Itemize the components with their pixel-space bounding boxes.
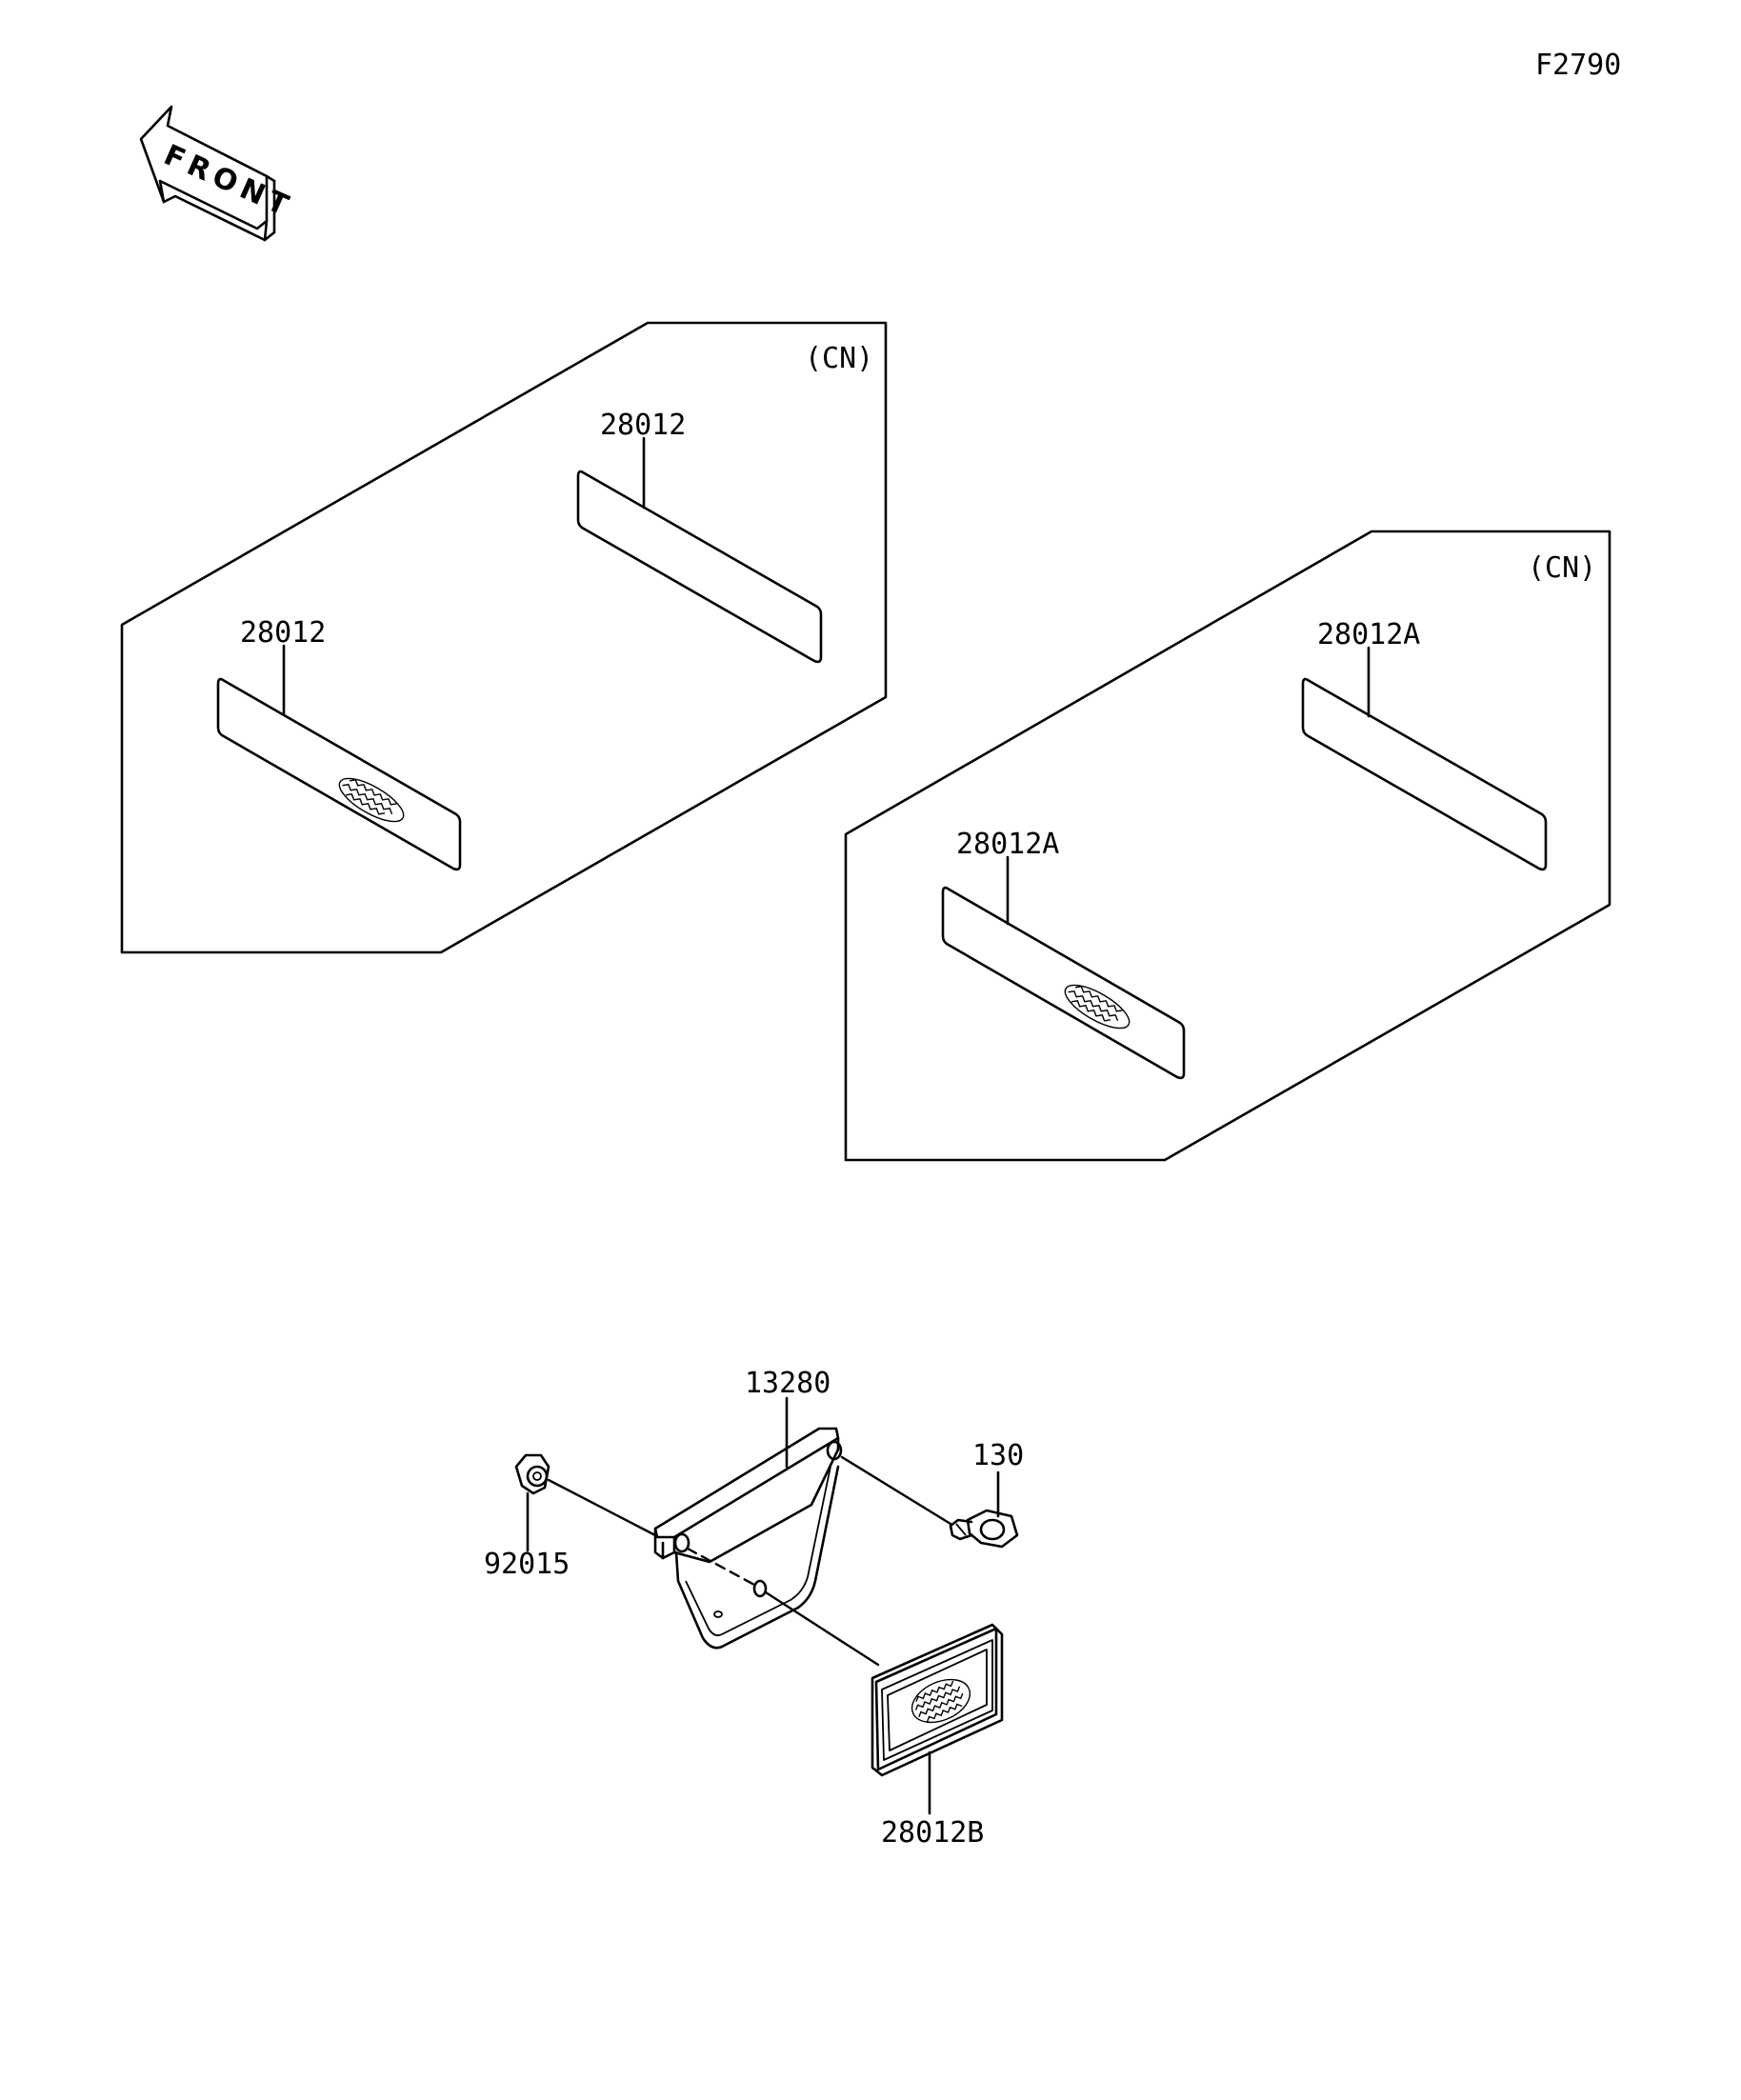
- part-label-28012: 28012: [600, 409, 686, 442]
- assembly-line: [547, 1478, 657, 1537]
- reflector-bracket-assembly: 13280 130 92015: [484, 1367, 1024, 1850]
- part-label-28012a: 28012A: [956, 828, 1059, 861]
- group-2-variant: (CN): [1528, 551, 1596, 585]
- reflector-strip: [576, 470, 823, 664]
- group-1-variant: (CN): [805, 342, 873, 375]
- part-label-28012a: 28012A: [1317, 618, 1420, 651]
- reflector: [870, 1623, 1004, 1777]
- part-label-28012b: 28012B: [881, 1816, 984, 1850]
- group-1-panel: [120, 321, 888, 954]
- figure-code: F2790: [1535, 49, 1621, 82]
- front-label: FRONT: [159, 138, 298, 225]
- assembly-line: [686, 1547, 756, 1587]
- reflector-strip: [216, 677, 462, 871]
- reflector-group-1: (CN) 28012 28012: [120, 321, 888, 954]
- part-label-13280: 13280: [745, 1367, 830, 1400]
- assembly-line: [840, 1455, 952, 1526]
- reflector-pattern-icon: [1064, 984, 1131, 1030]
- part-label-28012: 28012: [240, 616, 326, 650]
- bracket: [653, 1427, 843, 1650]
- part-label-130: 130: [972, 1439, 1024, 1472]
- front-arrow-icon: FRONT: [139, 105, 298, 242]
- reflector-strip: [1301, 677, 1548, 871]
- assembly-line: [764, 1590, 880, 1667]
- group-2-panel: [844, 530, 1611, 1162]
- reflector-pattern-icon: [911, 1678, 971, 1724]
- reflector-group-2: (CN) 28012A 28012A: [844, 530, 1611, 1162]
- part-label-92015: 92015: [484, 1548, 570, 1581]
- nut-icon: [514, 1453, 550, 1495]
- reflector-strip: [941, 886, 1186, 1080]
- bolt-icon: [949, 1509, 1019, 1549]
